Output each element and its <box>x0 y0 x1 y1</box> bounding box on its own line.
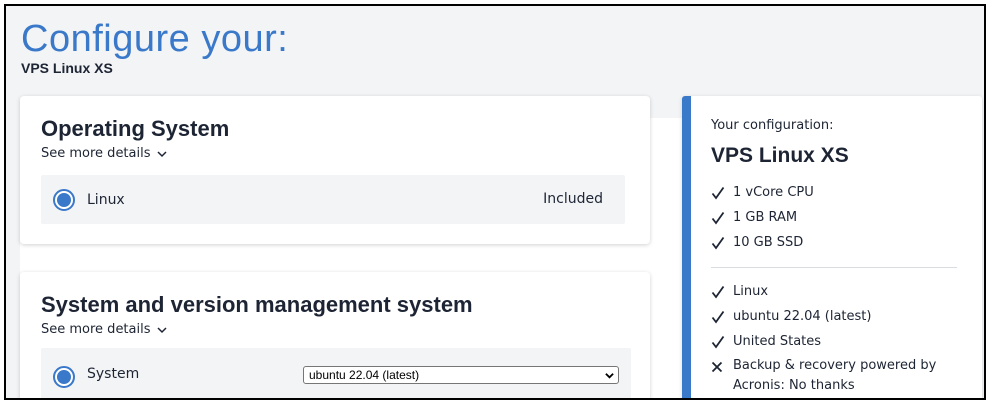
chevron-down-icon <box>156 150 167 157</box>
check-icon <box>711 329 733 354</box>
list-item: Backup & recovery powered by Acronis: No… <box>711 354 953 396</box>
option-label: System <box>87 366 140 382</box>
list-item: 1 GB RAM <box>711 205 953 230</box>
chevron-down-icon <box>156 326 167 333</box>
spec-text: 10 GB SSD <box>733 235 804 250</box>
check-icon <box>711 180 733 205</box>
cross-icon <box>711 354 733 379</box>
product-name: VPS Linux XS <box>21 60 113 76</box>
selection-text: United States <box>733 334 822 349</box>
list-item: Linux <box>711 279 953 304</box>
see-more-details-link[interactable]: See more details <box>41 322 167 337</box>
selection-text: Backup & recovery powered by Acronis: No… <box>733 358 937 393</box>
spec-text: 1 vCore CPU <box>733 185 814 200</box>
section-title: System and version management system <box>41 292 473 317</box>
check-icon <box>711 279 733 304</box>
option-label: Linux <box>87 191 125 208</box>
summary-product-title: VPS Linux XS <box>711 144 849 167</box>
section-title: Operating System <box>41 116 230 141</box>
selection-text: ubuntu 22.04 (latest) <box>733 309 872 324</box>
summary-label: Your configuration: <box>711 118 834 133</box>
divider <box>711 267 957 268</box>
radio-selected-dot <box>57 370 71 384</box>
radio-button[interactable] <box>53 366 75 388</box>
details-label: See more details <box>41 322 151 337</box>
configuration-summary: Your configuration: VPS Linux XS 1 vCore… <box>682 96 982 398</box>
list-item: ubuntu 22.04 (latest) <box>711 304 953 329</box>
system-management-card: System and version management system See… <box>20 272 650 398</box>
see-more-details-link[interactable]: See more details <box>41 146 167 161</box>
chevron-down-icon <box>605 373 614 379</box>
select-value: ubuntu 22.04 (latest) <box>309 368 420 382</box>
list-item: 10 GB SSD <box>711 230 953 255</box>
details-label: See more details <box>41 146 151 161</box>
operating-system-card: Operating System See more details Linux … <box>20 96 650 244</box>
check-icon <box>711 230 733 255</box>
page-frame: Configure your: VPS Linux XS Operating S… <box>4 4 986 400</box>
page-title: Configure your: <box>21 18 289 60</box>
check-icon <box>711 205 733 230</box>
selection-list: Linux ubuntu 22.04 (latest) United State… <box>711 279 953 396</box>
os-option-linux[interactable]: Linux Included <box>41 175 625 224</box>
list-item: 1 vCore CPU <box>711 180 953 205</box>
spec-text: 1 GB RAM <box>733 210 798 225</box>
option-price: Included <box>543 191 603 207</box>
check-icon <box>711 304 733 329</box>
system-option[interactable]: System ubuntu 22.04 (latest) <box>41 348 631 398</box>
selection-text: Linux <box>733 284 769 299</box>
system-version-select[interactable]: ubuntu 22.04 (latest) <box>303 366 619 384</box>
radio-selected-dot <box>57 192 71 207</box>
spec-list: 1 vCore CPU 1 GB RAM 10 GB SSD <box>711 180 953 255</box>
list-item: United States <box>711 329 953 354</box>
radio-button[interactable] <box>53 188 75 211</box>
